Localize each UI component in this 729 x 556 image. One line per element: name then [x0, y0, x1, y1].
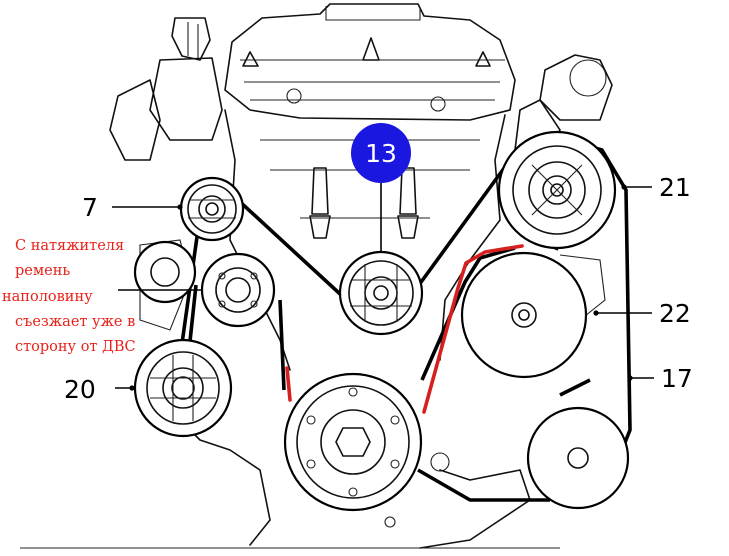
- pulley-20: [133, 338, 233, 438]
- highlight-line-right: [422, 244, 524, 414]
- leader-lines: [112, 183, 654, 391]
- note-line-1: С натяжителя: [15, 238, 124, 254]
- annotation-note: С натяжителя ремень наполовину съезжает …: [2, 238, 136, 355]
- engine-outline: [20, 3, 613, 549]
- pulley-22: [460, 251, 588, 379]
- label-17: 17: [661, 364, 693, 393]
- label-20: 20: [64, 375, 96, 404]
- label-13: 13: [365, 139, 397, 168]
- badge-13: 13: [351, 123, 411, 183]
- pulley-left-small: [200, 252, 276, 328]
- note-line-5: сторону от ДВС: [15, 339, 136, 355]
- pulley-13-tensioner: [338, 250, 424, 336]
- pulley-far-left: [133, 240, 197, 304]
- label-22: 22: [659, 299, 691, 328]
- note-line-4: съезжает уже в: [15, 314, 135, 330]
- label-21: 21: [659, 173, 691, 202]
- pulley-7-idler: [179, 176, 245, 242]
- crankshaft-pulley: [283, 372, 423, 512]
- highlight-line-left: [285, 366, 292, 402]
- slip-highlight: [285, 244, 524, 414]
- note-line-2: ремень: [15, 263, 70, 279]
- label-7: 7: [82, 193, 98, 222]
- note-line-3: наполовину: [2, 289, 93, 305]
- pulley-21: [497, 130, 617, 250]
- pulley-lower-right: [526, 406, 630, 510]
